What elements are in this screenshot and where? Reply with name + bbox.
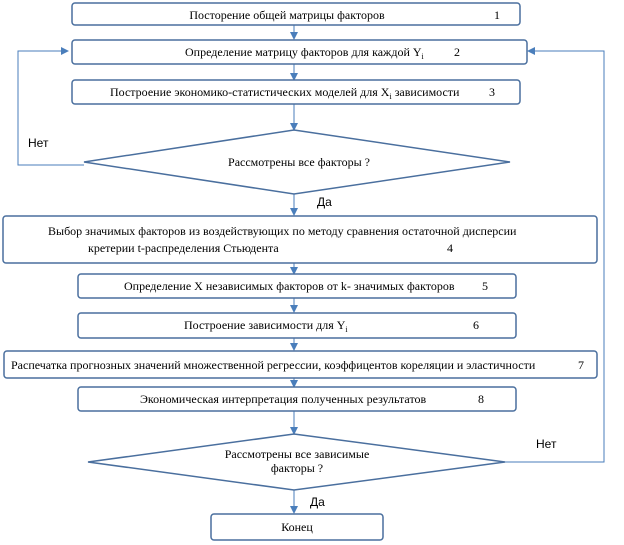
step-1-number: 1: [494, 8, 500, 22]
step-8-box: [77, 386, 517, 412]
arrow-decision1-no-loop: [17, 47, 84, 166]
end-label: Конец: [281, 520, 313, 534]
boxes: [2, 2, 598, 541]
step-1-box: [71, 2, 521, 26]
step-4-label-line1: Выбор значимых факторов из воздействующи…: [48, 224, 517, 238]
step-2-number: 2: [454, 45, 460, 59]
decision-2-yes-label: Да: [310, 495, 325, 509]
step-4-number: 4: [447, 241, 453, 255]
step-7-label: Распечатка прогнозных значений множестве…: [11, 358, 536, 372]
step-5-box: [77, 273, 517, 299]
decision-2-no-label: Нет: [536, 437, 557, 451]
step-2-label: Определение матрицу факторов для каждой …: [185, 45, 425, 61]
step-3-number: 3: [489, 85, 495, 99]
step-8-label: Экономическая интерпретация полученных р…: [140, 392, 427, 406]
decision-1-no-label: Нет: [28, 136, 49, 150]
decision-2-diamond: [87, 433, 506, 491]
end-box: [210, 513, 384, 541]
decision-1-diamond: [83, 129, 511, 195]
decision-2-label-line2: факторы ?: [271, 461, 323, 475]
step-3-label: Построение экономико-статистических моде…: [110, 85, 460, 101]
step-7-box: [3, 350, 598, 379]
step-5-label: Определение X независимых факторов от k-…: [124, 279, 455, 293]
arrow-decision2-no-loop: [505, 47, 605, 463]
step-8-number: 8: [478, 392, 484, 406]
step-4-box: [2, 215, 598, 264]
step-6-box: [77, 312, 517, 339]
step-3-box: [71, 79, 521, 105]
decision-2-label-line1: Рассмотрены все зависимые: [225, 447, 370, 461]
step-6-number: 6: [473, 318, 479, 332]
step-2-box: [71, 39, 528, 65]
decision-1-label: Рассмотрены все факторы ?: [228, 155, 370, 169]
step-5-number: 5: [482, 279, 488, 293]
step-4-label-line2: кретерии t-распределения Стьюдента: [88, 241, 279, 255]
connectors: [17, 25, 605, 514]
step-6-label: Построение зависимости для Yi: [184, 318, 348, 334]
step-1-label: Посторение общей матрицы факторов: [189, 8, 385, 22]
decision-1-yes-label: Да: [317, 195, 332, 209]
step-7-number: 7: [578, 358, 584, 372]
